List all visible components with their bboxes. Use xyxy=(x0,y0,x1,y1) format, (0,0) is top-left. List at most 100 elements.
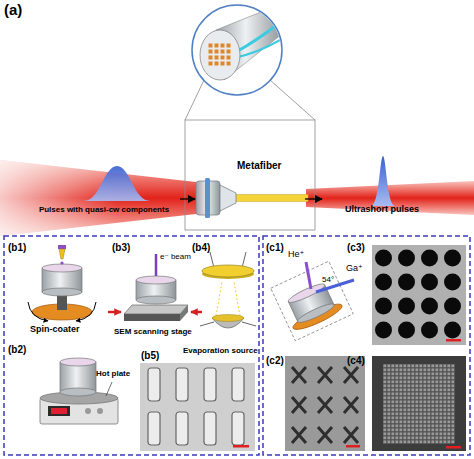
sem-micrograph xyxy=(372,245,466,345)
node-label: Metafiber xyxy=(237,160,305,172)
fiber xyxy=(234,195,308,202)
sem-stage-illustration xyxy=(108,254,202,321)
angle-label: 54° xyxy=(322,276,334,285)
hot-plate-illustration xyxy=(85,408,91,414)
panel-label: (b2) xyxy=(8,344,26,355)
panel-label: (a) xyxy=(4,2,22,19)
panel-frame xyxy=(4,236,470,455)
hot-plate-illustration xyxy=(60,388,96,396)
sem-stage-illustration xyxy=(136,296,176,304)
spin-coater-illustration xyxy=(76,302,96,321)
spin-coater-illustration xyxy=(58,245,66,249)
sem-micrograph xyxy=(285,356,365,451)
sem-stage-illustration xyxy=(191,311,202,314)
metafiber-stage: Metafiber xyxy=(195,160,305,214)
zoom-inset xyxy=(236,18,286,52)
flow-arrow xyxy=(180,198,195,199)
broad-pulse xyxy=(84,166,150,201)
hot-plate-illustration xyxy=(97,408,103,414)
evaporator-illustration xyxy=(216,282,240,316)
spin-coater-illustration xyxy=(42,264,82,272)
sem-stage-illustration xyxy=(124,305,188,314)
hot-plate-illustration xyxy=(48,406,70,416)
sem-micrograph xyxy=(140,363,255,451)
sem-micrograph xyxy=(372,245,466,345)
sem-micrograph xyxy=(372,356,466,451)
zoom-leader xyxy=(270,80,315,120)
output-pulse-stage: Ultrashort pulses xyxy=(322,184,442,214)
input-beam xyxy=(0,160,196,236)
sem-micrograph xyxy=(446,339,461,342)
ion-beam-illustration xyxy=(271,261,354,341)
spin-coater-illustration xyxy=(28,302,48,321)
spin-coater-illustration xyxy=(60,261,63,264)
fiber xyxy=(234,195,308,202)
sem-stage-illustration xyxy=(108,311,121,314)
evaporator-illustration xyxy=(200,322,214,326)
device-label: Hot plate xyxy=(96,370,130,379)
ion-beam-illustration xyxy=(271,261,354,341)
panel-label: (c2) xyxy=(266,355,284,366)
panel-label: (c4) xyxy=(347,355,365,366)
sem-micrograph xyxy=(140,363,255,451)
flow-arrow xyxy=(305,198,322,199)
zoom-inset xyxy=(192,5,290,95)
panel-label: (b4) xyxy=(192,242,210,253)
evaporator-illustration xyxy=(212,315,244,322)
hot-plate-illustration xyxy=(60,362,96,392)
sem-micrograph xyxy=(372,356,466,451)
panel-label: (b1) xyxy=(8,242,26,253)
sem-micrograph xyxy=(346,445,360,448)
zoom-inset xyxy=(200,30,240,80)
beam-label: Ga⁺ xyxy=(346,264,363,274)
zoom-leader xyxy=(185,80,204,120)
sem-micrograph xyxy=(285,356,365,451)
evaporator-illustration xyxy=(200,252,256,328)
panel-label: (b5) xyxy=(141,350,159,361)
zoom-leader xyxy=(185,80,315,230)
ion-beam-illustration xyxy=(287,281,327,305)
hot-plate-illustration xyxy=(60,358,96,366)
input-beam xyxy=(0,160,196,236)
panel-label: (b3) xyxy=(112,242,130,253)
spin-coater-illustration xyxy=(42,288,82,296)
sem-stage-illustration xyxy=(180,305,188,321)
short-pulse xyxy=(371,156,395,206)
hot-plate-illustration xyxy=(40,358,118,424)
input-beam xyxy=(0,160,196,236)
beam-label: e⁻ beam xyxy=(160,253,191,262)
zoom-inset xyxy=(234,34,290,58)
device-label: SEM scanning stage xyxy=(114,328,192,337)
input-pulse-stage: Pulses with quasi-cw components xyxy=(28,184,180,214)
fiber-connector xyxy=(205,178,210,218)
spin-coater-illustration xyxy=(28,245,96,321)
node-label: Ultrashort pulses xyxy=(322,204,442,214)
zoom-leader xyxy=(185,120,315,230)
hot-plate-illustration xyxy=(51,408,67,414)
evaporator-illustration xyxy=(242,252,246,268)
panel-frame xyxy=(263,236,470,455)
panel-frame xyxy=(4,236,259,455)
fiber-connector xyxy=(196,178,236,218)
panel-label: (c3) xyxy=(347,242,365,253)
sem-micrograph xyxy=(233,445,249,448)
ion-beam-illustration xyxy=(306,262,311,289)
node-label: Pulses with quasi-cw components xyxy=(28,205,180,214)
beam-label: He⁺ xyxy=(288,250,304,260)
ion-beam-illustration xyxy=(316,280,354,292)
broad-pulse xyxy=(84,166,150,201)
short-pulse xyxy=(371,156,395,206)
evaporator-illustration xyxy=(242,322,256,326)
sem-micrograph xyxy=(383,364,455,444)
sem-micrograph xyxy=(372,245,466,345)
device-label: Evaporation source xyxy=(183,347,258,356)
hot-plate-illustration xyxy=(106,382,112,396)
sem-stage-illustration xyxy=(124,314,180,321)
evaporator-illustration xyxy=(210,252,214,268)
sem-micrograph xyxy=(140,363,255,451)
